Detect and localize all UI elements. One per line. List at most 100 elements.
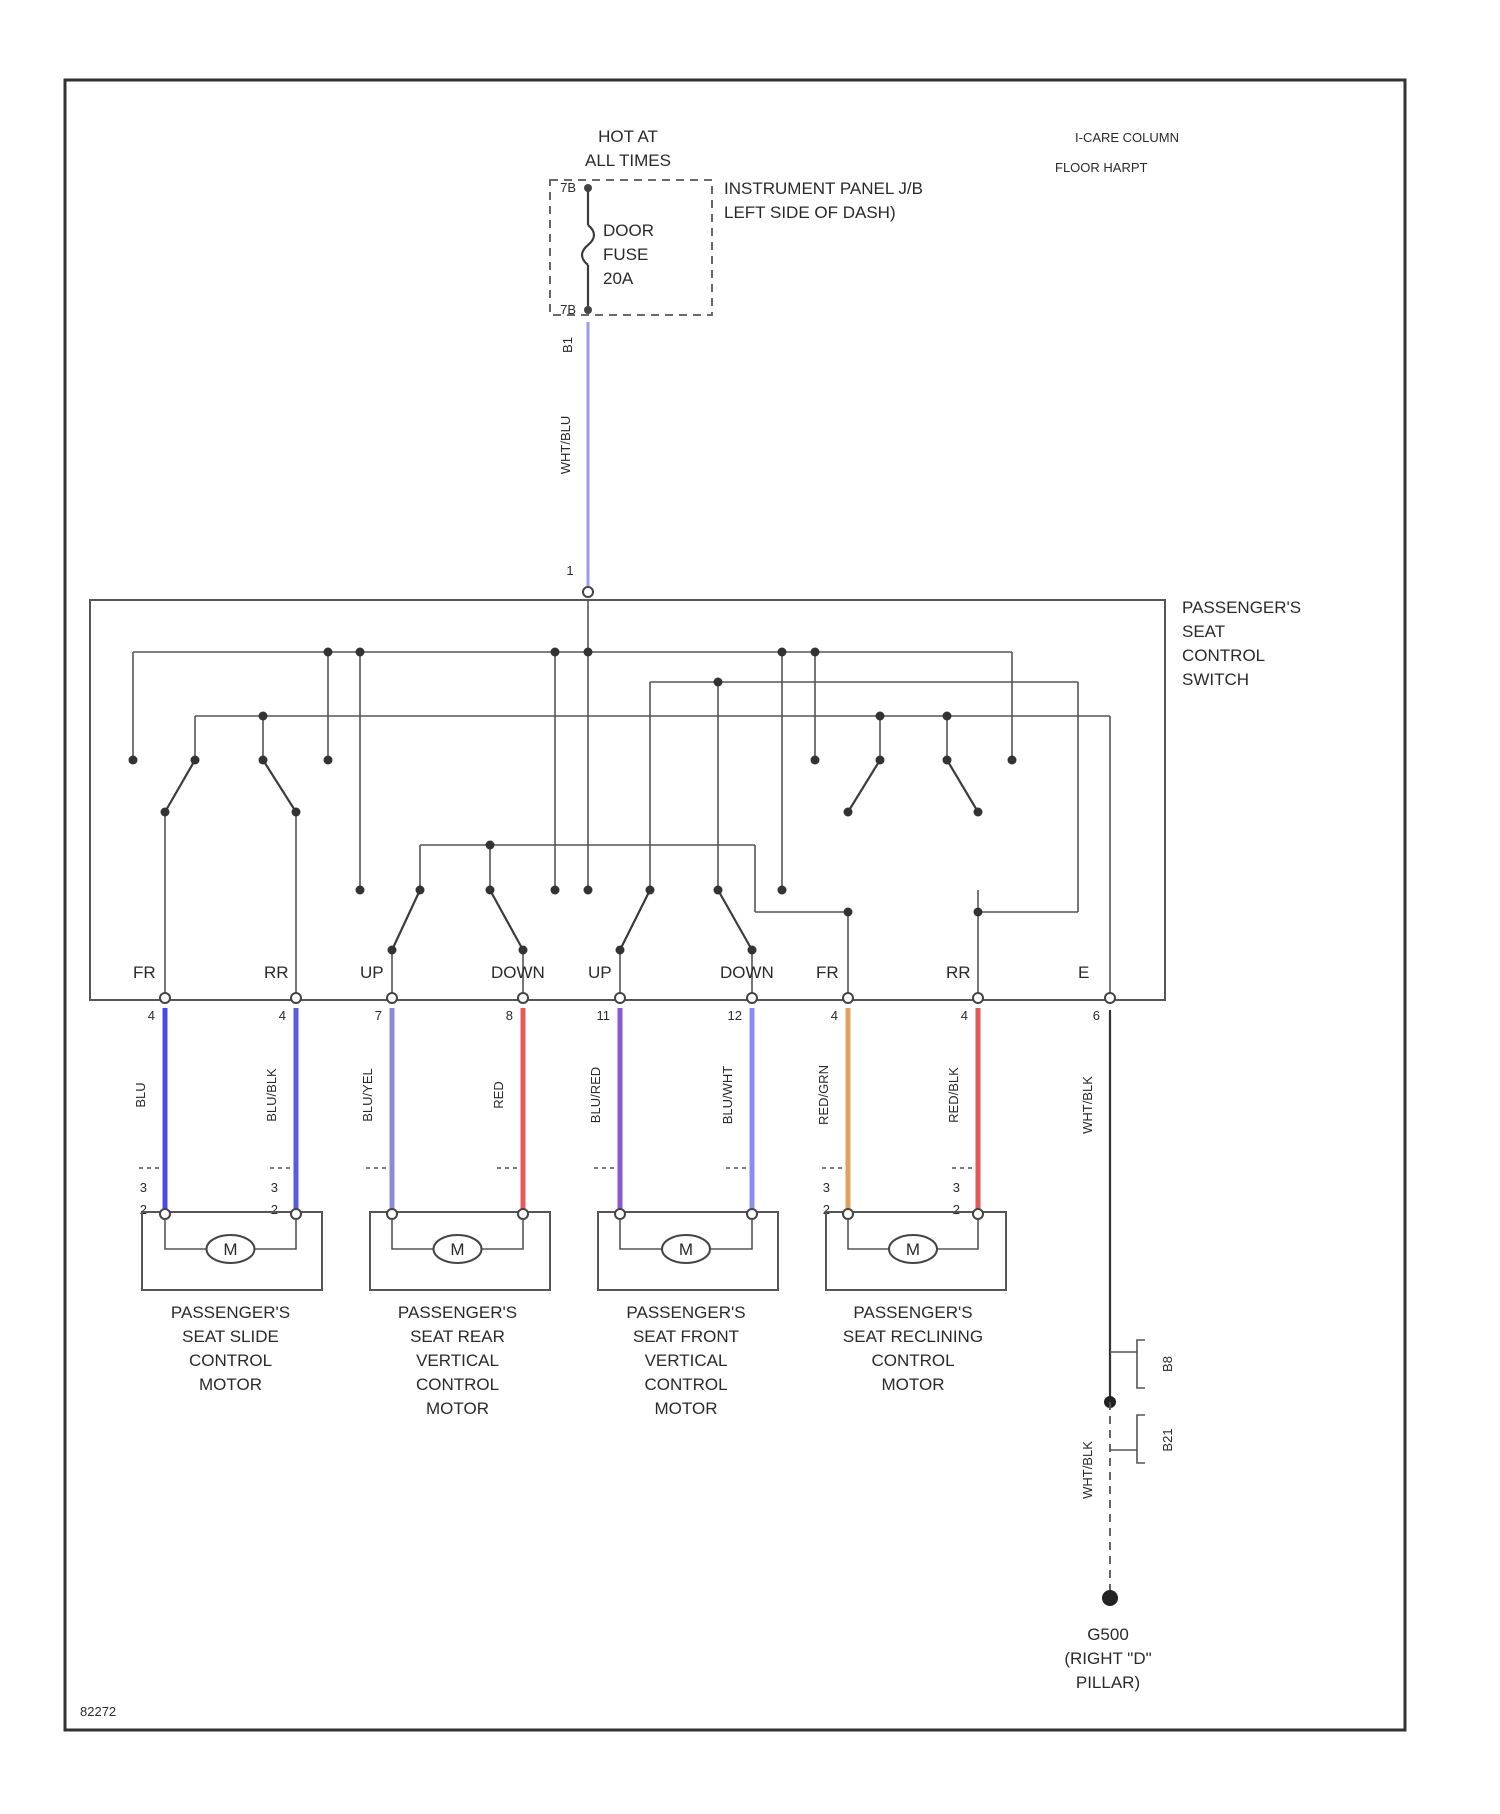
motor-label: VERTICAL <box>416 1351 499 1370</box>
ground-lower-wire-label: WHT/BLK <box>1080 1441 1095 1499</box>
seat-motors: MPASSENGER'SSEAT SLIDECONTROLMOTORMPASSE… <box>142 1209 1006 1418</box>
terminal-label: RR <box>946 963 971 982</box>
switch-internal-wiring <box>133 600 1110 995</box>
terminal-pin-number: 4 <box>831 1008 838 1023</box>
terminal-pin-number: 8 <box>506 1008 513 1023</box>
diagram-frame <box>65 80 1405 1730</box>
connector-bracket-b <box>1137 1415 1145 1463</box>
terminal-label: FR <box>133 963 156 982</box>
ground-wire-label: WHT/BLK <box>1080 1076 1095 1134</box>
terminal-pin-number: 4 <box>279 1008 286 1023</box>
motor-label: CONTROL <box>416 1375 499 1394</box>
terminal-pin-number: 4 <box>961 1008 968 1023</box>
terminal-label: DOWN <box>491 963 545 982</box>
junction-block-label-2: LEFT SIDE OF DASH) <box>724 203 896 222</box>
feed-pin-b: 1 <box>566 563 573 578</box>
terminal-pin-number: 7 <box>375 1008 382 1023</box>
motor-label: SEAT RECLINING <box>843 1327 983 1346</box>
terminal-label: FR <box>816 963 839 982</box>
ground-label-3: PILLAR) <box>1076 1673 1140 1692</box>
motor-pin-number: 2 <box>271 1202 278 1217</box>
switch-levers <box>165 760 978 950</box>
motor-symbol: M <box>223 1240 237 1259</box>
wire-color-label: RED/GRN <box>816 1065 831 1125</box>
switch-label-2: SEAT <box>1182 622 1225 641</box>
motor-pin-number: 3 <box>823 1180 830 1195</box>
hot-at-label-2: ALL TIMES <box>585 151 671 170</box>
motor-pin-number: 2 <box>140 1202 147 1217</box>
terminal-label: UP <box>360 963 384 982</box>
motor-label: CONTROL <box>644 1375 727 1394</box>
feed-wire-label: WHT/BLU <box>558 416 573 475</box>
motor-label: MOTOR <box>655 1399 718 1418</box>
motor-label: PASSENGER'S <box>398 1303 517 1322</box>
motor-label: MOTOR <box>199 1375 262 1394</box>
legend-line-1: I-CARE COLUMN <box>1075 130 1179 145</box>
terminal-pin <box>291 993 301 1003</box>
motor-label: PASSENGER'S <box>171 1303 290 1322</box>
wire-color-label: RED <box>491 1081 506 1108</box>
switch-contacts <box>129 648 1017 955</box>
motor-terminal <box>843 1209 853 1219</box>
motor-terminal <box>387 1209 397 1219</box>
feed-pin-a: B1 <box>560 337 575 353</box>
fuse-icon <box>582 225 594 265</box>
wire-color-label: BLU <box>133 1082 148 1107</box>
seat-control-switch-box <box>90 600 1165 1000</box>
terminal-pin <box>747 993 757 1003</box>
legend-line-2: FLOOR HARPT <box>1055 160 1148 175</box>
motor-symbol: M <box>679 1240 693 1259</box>
motor-label: PASSENGER'S <box>626 1303 745 1322</box>
junction-block-label-1: INSTRUMENT PANEL J/B <box>724 179 923 198</box>
ground-label-2: (RIGHT "D" <box>1064 1649 1151 1668</box>
connector-label-a: B8 <box>1160 1356 1175 1372</box>
motor-label: VERTICAL <box>645 1351 728 1370</box>
switch-label-4: SWITCH <box>1182 670 1249 689</box>
switch-label-3: CONTROL <box>1182 646 1265 665</box>
terminal-pin-number: 6 <box>1093 1008 1100 1023</box>
motor-terminal <box>747 1209 757 1219</box>
ground-label-1: G500 <box>1087 1625 1129 1644</box>
switch-label-1: PASSENGER'S <box>1182 598 1301 617</box>
motor-pin-number: 3 <box>140 1180 147 1195</box>
motor-terminal <box>518 1209 528 1219</box>
wire-color-label: BLU/YEL <box>360 1068 375 1121</box>
fuse-label-2: FUSE <box>603 245 648 264</box>
terminal-pin-number: 4 <box>148 1008 155 1023</box>
wire-color-label: RED/BLK <box>946 1067 961 1123</box>
terminal-pin <box>160 993 170 1003</box>
motor-label: MOTOR <box>882 1375 945 1394</box>
terminal-pin-number: 12 <box>728 1008 742 1023</box>
fuse-terminal-bottom <box>584 306 592 314</box>
motor-terminal <box>160 1209 170 1219</box>
motor-label: CONTROL <box>871 1351 954 1370</box>
motor-pin-number: 2 <box>953 1202 960 1217</box>
terminal-label: DOWN <box>720 963 774 982</box>
motor-label: PASSENGER'S <box>853 1303 972 1322</box>
fuse-pin-bottom: 7B <box>560 302 576 317</box>
fuse-label-3: 20A <box>603 269 634 288</box>
terminal-pin <box>973 993 983 1003</box>
terminal-label: E <box>1078 963 1089 982</box>
figure-id: 82272 <box>80 1704 116 1719</box>
motor-label: MOTOR <box>426 1399 489 1418</box>
terminal-label: RR <box>264 963 289 982</box>
motor-pin-number: 3 <box>953 1180 960 1195</box>
connector-bracket-a <box>1137 1340 1145 1388</box>
hot-at-label-1: HOT AT <box>598 127 658 146</box>
terminal-pin <box>615 993 625 1003</box>
terminal-pin <box>1105 993 1115 1003</box>
motor-label: SEAT REAR <box>410 1327 505 1346</box>
wire-color-label: BLU/BLK <box>264 1068 279 1122</box>
terminal-pin-number: 11 <box>597 1008 611 1023</box>
terminal-label: UP <box>588 963 612 982</box>
connector-label-b: B21 <box>1160 1428 1175 1451</box>
terminal-pin <box>843 993 853 1003</box>
motor-symbol: M <box>906 1240 920 1259</box>
wire-color-label: BLU/RED <box>588 1067 603 1123</box>
motor-pin-number: 3 <box>271 1180 278 1195</box>
terminal-pin <box>387 993 397 1003</box>
motor-label: CONTROL <box>189 1351 272 1370</box>
